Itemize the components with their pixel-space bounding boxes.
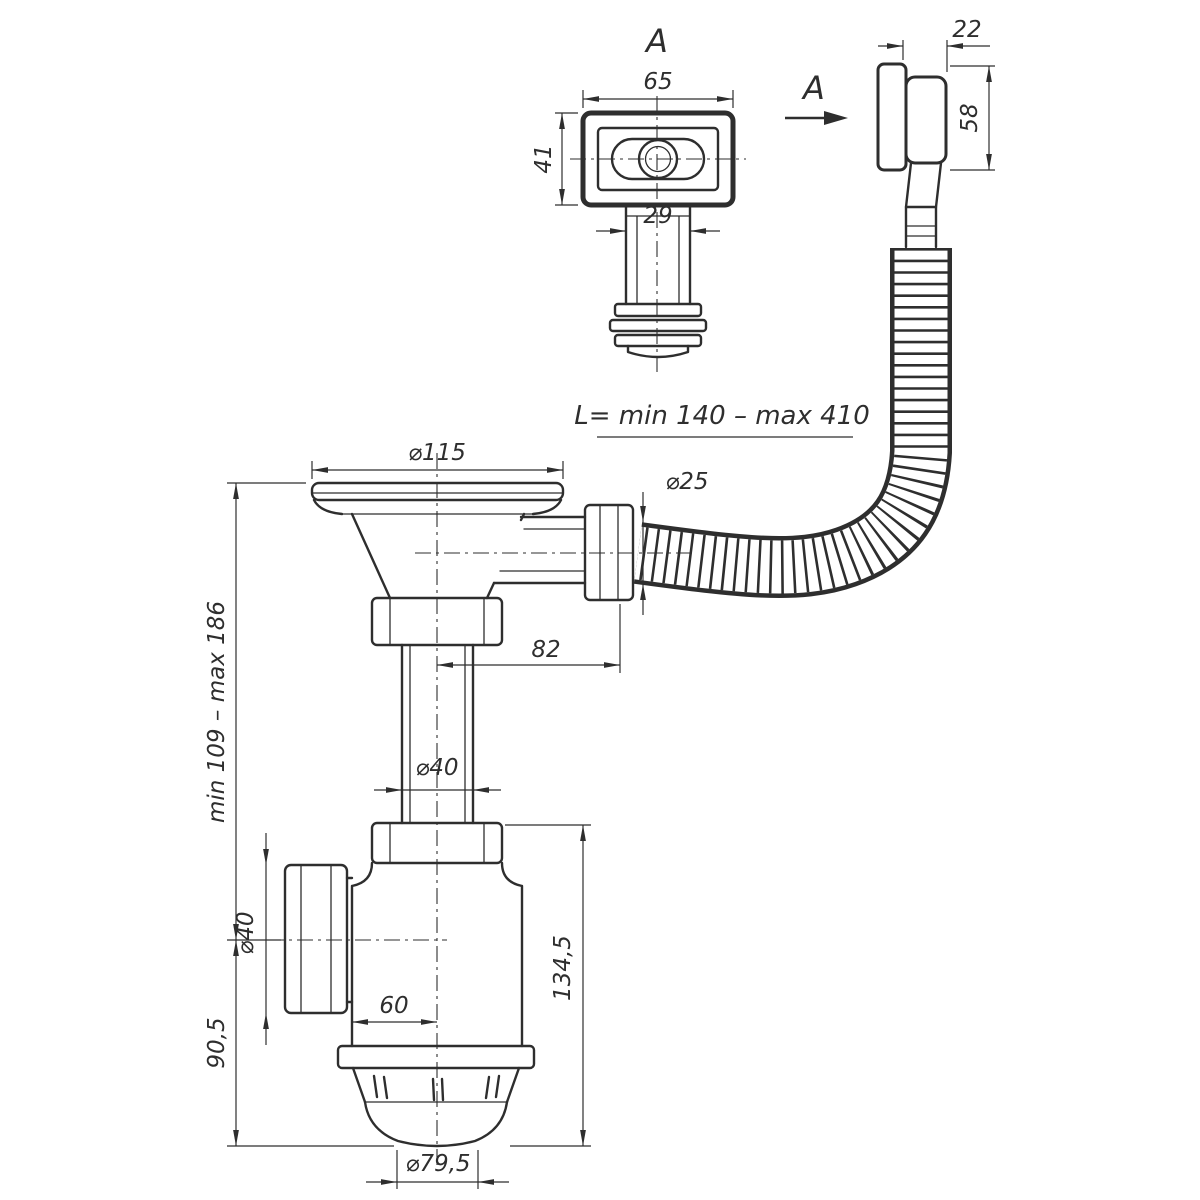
overflow-front-dimensions: A 65 41 29: [531, 22, 734, 234]
dim-height-range: min 109 – max 186: [204, 601, 230, 823]
dim-overflow-width: 65: [643, 69, 672, 95]
overflow-front-view: [570, 96, 746, 372]
overflow-side-dimensions: 22 58 A: [785, 17, 995, 171]
section-marker-a-side: A: [801, 69, 825, 107]
dim-side-outlet-diameter: ⌀40: [233, 911, 259, 954]
side-outlet-nut: [283, 863, 349, 1015]
dim-body-height: 134,5: [550, 935, 576, 1001]
dim-body-offset: 60: [379, 993, 408, 1019]
siphon-main-view: [283, 481, 635, 1148]
dim-overflow-side-height: 58: [957, 103, 983, 132]
hose-length-label: L= min 140 – max 410: [574, 401, 870, 431]
centre-lines: [268, 453, 692, 1168]
dim-outlet-to-bottom: 90,5: [204, 1017, 230, 1068]
dim-overflow-depth: 22: [952, 17, 981, 43]
dim-outlet-offset: 82: [531, 637, 560, 663]
section-marker-a-top: A: [644, 22, 668, 60]
cup-vent-slots: [372, 1074, 501, 1102]
dim-overflow-height: 41: [531, 144, 557, 173]
dim-cup-diameter: ⌀79,5: [405, 1151, 470, 1177]
cup-flange: [336, 1044, 536, 1070]
dim-hose-diameter: ⌀25: [665, 469, 708, 495]
overflow-side-view: [876, 62, 948, 249]
dim-pipe-diameter: ⌀40: [415, 755, 458, 781]
flexible-hose: [633, 248, 952, 598]
dim-strainer-diameter: ⌀115: [408, 440, 466, 466]
main-dimensions: L= min 140 – max 410 ⌀115 ⌀25 82 min 109…: [204, 401, 870, 1189]
section-arrow: [824, 111, 848, 125]
dim-overflow-spigot: 29: [643, 203, 672, 229]
